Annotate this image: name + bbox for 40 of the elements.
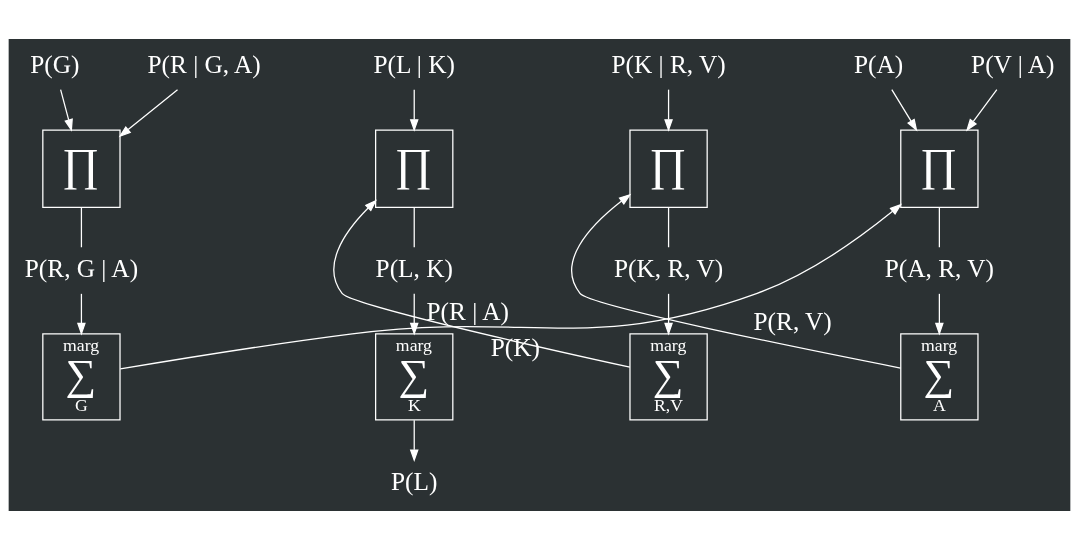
arrow [409,293,419,336]
edge-label: P(K) [490,332,540,361]
arrow [571,193,902,369]
node-box: marg ∑ G [42,333,121,421]
node-box: marg ∑ K [375,333,454,421]
connector [667,206,670,248]
node-text: P(R | G, A) [147,50,261,79]
node-box: marg ∑ A [900,333,979,421]
node-box: ∏ [629,129,708,208]
arrow [965,89,998,132]
edge-label: P(R | A) [426,296,509,325]
arrow [333,199,631,368]
node-text: P(G) [30,50,80,79]
node-box: marg ∑ R,V [629,333,708,421]
arrow [77,293,86,336]
node-text: P(L) [391,466,438,495]
edge-label: P(R, V) [753,307,832,336]
node-text: P(K | R, V) [611,50,726,79]
arrow [60,89,73,132]
connector [413,206,415,248]
arrow [409,89,419,132]
node-text: P(V | A) [971,50,1055,79]
connector [80,206,83,248]
node-text: P(L | K) [373,50,455,79]
arrow [664,89,673,132]
node-text: P(L, K) [375,253,453,282]
node-text: P(R, G | A) [24,253,139,282]
arrow [664,293,673,336]
node-box: ∏ [375,129,454,208]
node-text: P(K, R, V) [613,253,724,282]
arrow [118,89,179,138]
node-text: P(A) [854,50,904,79]
arrow [409,419,419,463]
node-box: ∏ [900,129,979,208]
node-box: ∏ [42,129,121,208]
arrow [891,89,918,132]
arrow [119,203,903,370]
node-text: P(A, R, V) [884,253,994,282]
arrow [934,293,944,336]
connector [938,206,940,248]
